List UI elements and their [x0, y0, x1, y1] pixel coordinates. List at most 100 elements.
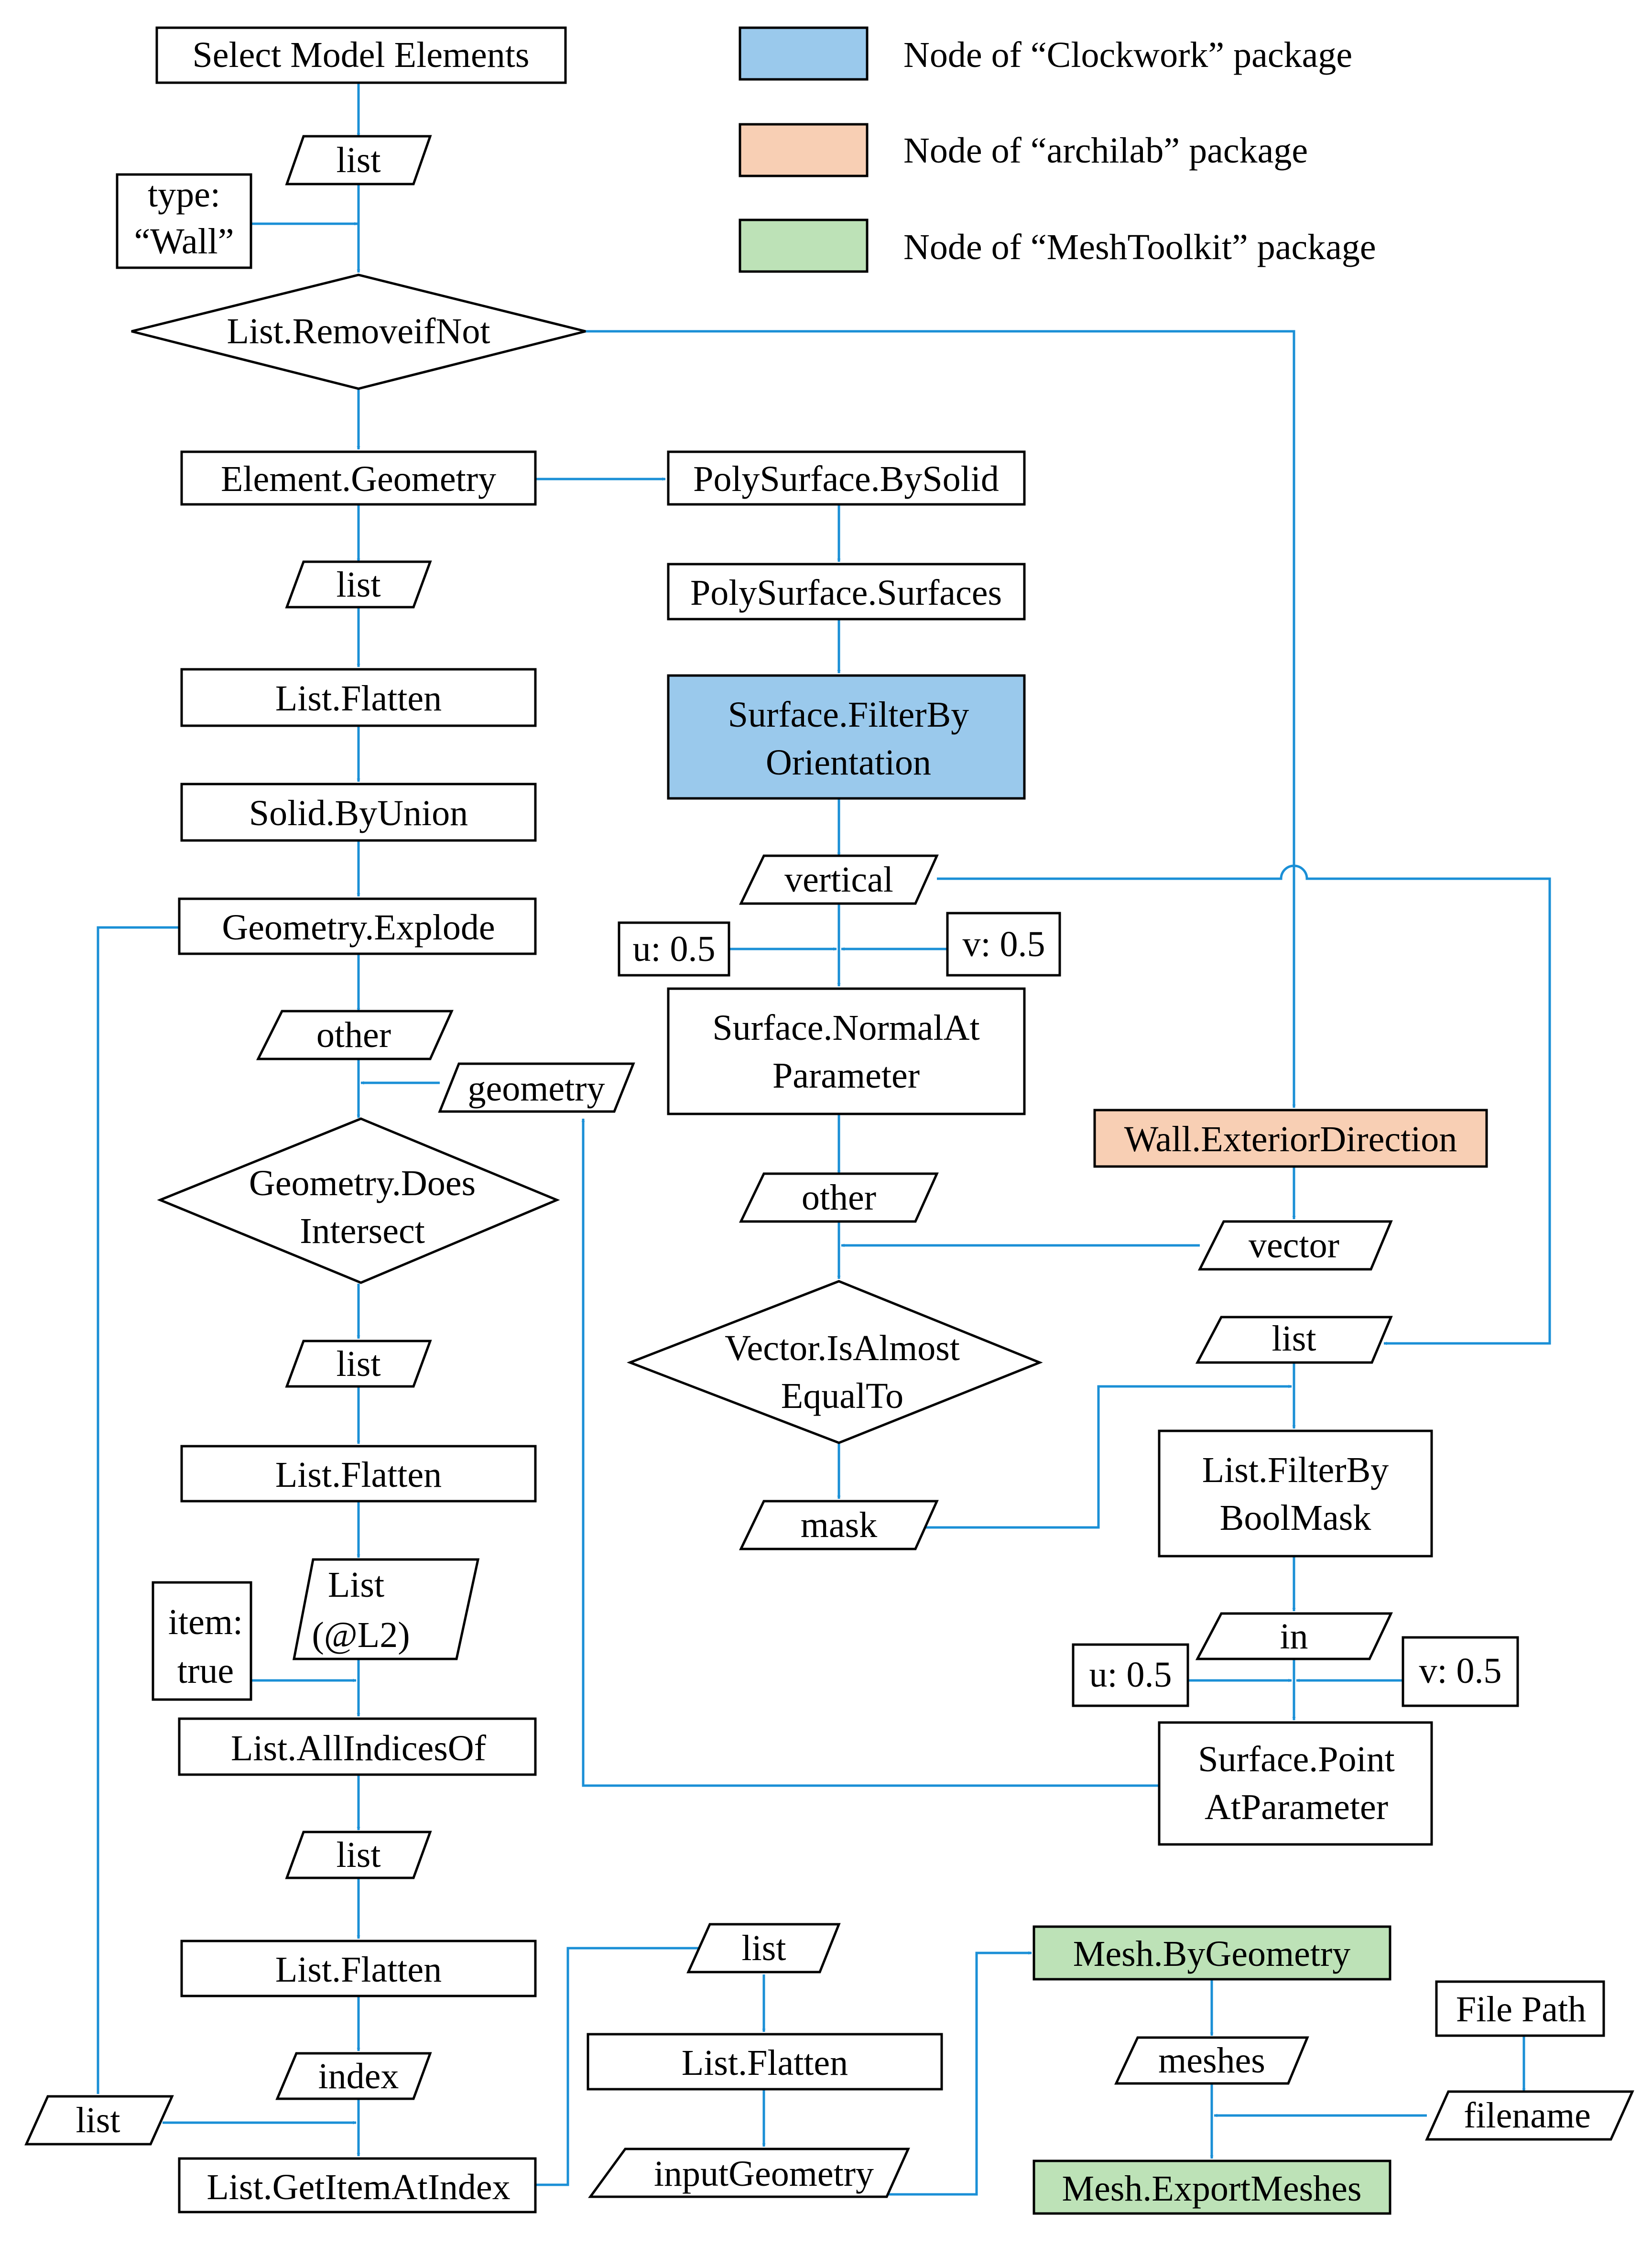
node-label: Mesh.ByGeometry: [1073, 1934, 1350, 1974]
node-label: v: 0.5: [962, 924, 1045, 964]
data-list-2[interactable]: list: [285, 560, 432, 609]
data-in[interactable]: in: [1195, 1612, 1393, 1660]
input-type-wall[interactable]: type: “Wall”: [116, 173, 252, 269]
data-index[interactable]: index: [275, 2052, 432, 2100]
legend-swatch-archilab: [739, 123, 869, 177]
node-mesh-bygeometry[interactable]: Mesh.ByGeometry: [1032, 1925, 1391, 1981]
node-label: List.RemoveifNot: [227, 311, 490, 351]
node-label-line2: (@L2): [312, 1615, 410, 1655]
node-polysurface-surfaces[interactable]: PolySurface.Surfaces: [667, 563, 1026, 621]
node-label: filename: [1464, 2095, 1591, 2136]
legend-label-meshtoolkit: Node of “MeshToolkit” package: [903, 227, 1376, 267]
node-label-line2: Intersect: [300, 1211, 425, 1251]
node-label-line1: Surface.Point: [1198, 1739, 1395, 1779]
data-list-1[interactable]: list: [285, 135, 432, 185]
node-label: PolySurface.BySolid: [693, 459, 999, 499]
node-mesh-exportmeshes[interactable]: Mesh.ExportMeshes: [1032, 2159, 1391, 2215]
edge-removeifnot-to-wallexterior: [586, 330, 1296, 1108]
node-label: Wall.ExteriorDirection: [1124, 1119, 1457, 1159]
node-label: List.Flatten: [275, 678, 442, 719]
data-list-6[interactable]: list: [686, 1923, 841, 1973]
input-u-2[interactable]: u: 0.5: [1072, 1643, 1189, 1707]
node-label-line2: BoolMask: [1220, 1498, 1371, 1538]
legend-label-archilab: Node of “archilab” package: [903, 131, 1308, 171]
decision-list-removeifnot[interactable]: List.RemoveifNot: [131, 273, 586, 390]
node-list-flatten-2[interactable]: List.Flatten: [180, 1445, 537, 1503]
node-label-line2: Orientation: [766, 742, 931, 783]
input-v-1[interactable]: v: 0.5: [946, 912, 1061, 977]
node-label: List.Flatten: [275, 1950, 442, 1990]
node-element-geometry[interactable]: Element.Geometry: [180, 450, 537, 506]
node-label: PolySurface.Surfaces: [690, 573, 1002, 613]
node-label-line1: Surface.NormalAt: [712, 1008, 979, 1048]
data-inputgeometry[interactable]: inputGeometry: [588, 2148, 910, 2198]
node-label: List.GetItemAtIndex: [206, 2167, 510, 2207]
node-label-line2: “Wall”: [134, 221, 234, 262]
data-list-left[interactable]: list: [24, 2095, 174, 2146]
input-u-1[interactable]: u: 0.5: [618, 921, 730, 977]
node-list-filterbyboolmask[interactable]: List.FilterBy BoolMask: [1158, 1429, 1433, 1558]
legend-swatch-clockwork: [739, 26, 869, 81]
node-label: Geometry.Explode: [222, 907, 495, 948]
data-vector[interactable]: vector: [1197, 1220, 1393, 1271]
input-v-2[interactable]: v: 0.5: [1402, 1636, 1519, 1707]
edge-vertical-to-list5: [937, 864, 1551, 1345]
edge-explode-to-list-left: [97, 926, 179, 2094]
data-list-4[interactable]: list: [285, 1831, 432, 1879]
data-other-1[interactable]: other: [256, 1010, 454, 1060]
data-list-5[interactable]: list: [1195, 1316, 1393, 1364]
node-label-line1: type:: [148, 174, 220, 215]
decision-vector-isalmostequalto[interactable]: Vector.IsAlmost EqualTo: [627, 1280, 1043, 1444]
node-label: list: [742, 1928, 786, 1968]
node-label: Element.Geometry: [221, 459, 496, 499]
data-mask[interactable]: mask: [739, 1500, 939, 1550]
node-polysurface-bysolid[interactable]: PolySurface.BySolid: [667, 450, 1026, 506]
legend: Node of “Clockwork” package Node of “arc…: [739, 26, 1376, 273]
node-list-getitematindex[interactable]: List.GetItemAtIndex: [178, 2157, 537, 2213]
input-file-path[interactable]: File Path: [1435, 1980, 1605, 2037]
node-label: List.Flatten: [682, 2043, 848, 2083]
node-list-flatten-1[interactable]: List.Flatten: [180, 668, 537, 727]
node-label-line1: Surface.FilterBy: [728, 695, 969, 735]
node-solid-byunion[interactable]: Solid.ByUnion: [180, 783, 537, 842]
node-surface-normalatparameter[interactable]: Surface.NormalAt Parameter: [667, 987, 1026, 1115]
node-wall-exteriordirection[interactable]: Wall.ExteriorDirection: [1093, 1109, 1488, 1168]
node-label: list: [337, 140, 381, 180]
connectors: [97, 84, 1551, 2196]
edge-pointatparameter-to-geometry: [581, 1118, 1159, 1787]
data-geometry[interactable]: geometry: [438, 1062, 635, 1113]
data-other-2[interactable]: other: [739, 1172, 939, 1223]
data-vertical[interactable]: vertical: [739, 854, 939, 905]
node-label: list: [337, 1344, 381, 1384]
decision-geometry-doesintersect[interactable]: Geometry.Does Intersect: [157, 1117, 560, 1284]
data-list-l2[interactable]: List (@L2): [292, 1558, 480, 1660]
node-label: other: [802, 1178, 876, 1218]
node-surface-pointatparameter[interactable]: Surface.Point AtParameter: [1158, 1721, 1433, 1846]
node-select-model-elements[interactable]: Select Model Elements: [155, 26, 567, 84]
node-label-line1: List: [328, 1565, 384, 1605]
node-label: u: 0.5: [1089, 1655, 1172, 1695]
node-label: in: [1280, 1616, 1308, 1657]
node-label-line2: AtParameter: [1205, 1787, 1388, 1827]
node-list-allindicesof[interactable]: List.AllIndicesOf: [178, 1717, 537, 1776]
data-meshes[interactable]: meshes: [1114, 2036, 1309, 2085]
input-item-true[interactable]: item: true: [152, 1581, 252, 1701]
node-label: list: [76, 2100, 120, 2140]
edge-inputgeometry-to-meshbygeometry: [887, 1951, 1032, 2196]
node-surface-filterbyorientation[interactable]: Surface.FilterBy Orientation: [667, 674, 1026, 800]
legend-label-clockwork: Node of “Clockwork” package: [903, 35, 1352, 75]
data-list-3[interactable]: list: [285, 1340, 432, 1388]
node-label-line2: true: [177, 1651, 234, 1691]
node-label: Select Model Elements: [193, 35, 530, 75]
data-filename[interactable]: filename: [1425, 2090, 1634, 2141]
node-geometry-explode[interactable]: Geometry.Explode: [178, 897, 537, 955]
node-label: geometry: [467, 1068, 605, 1109]
node-list-flatten-4[interactable]: List.Flatten: [587, 2033, 943, 2091]
node-label-line2: Parameter: [772, 1056, 920, 1096]
node-label: File Path: [1456, 1989, 1586, 2029]
node-label: list: [1272, 1319, 1316, 1359]
node-list-flatten-3[interactable]: List.Flatten: [180, 1940, 537, 1997]
node-label: mask: [801, 1505, 877, 1545]
node-label-line1: List.FilterBy: [1202, 1450, 1389, 1490]
